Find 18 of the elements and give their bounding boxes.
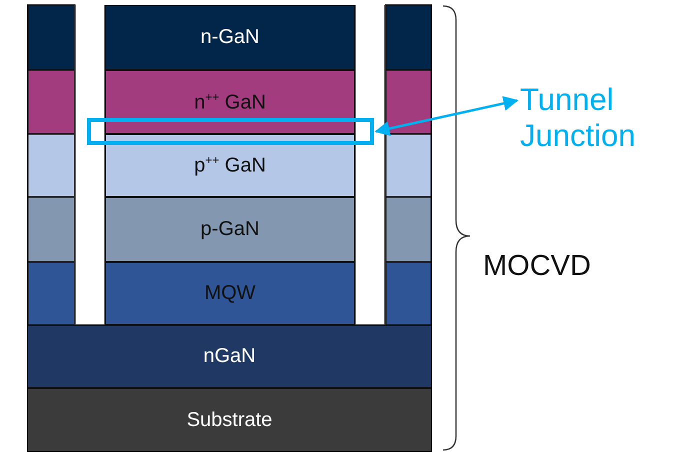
- layer-label: n-GaN: [200, 26, 260, 49]
- highlight-frame: [87, 118, 374, 145]
- layer-band: [105, 134, 355, 197]
- layer-band: [105, 262, 355, 325]
- arrow: [374, 96, 518, 136]
- layer-band: [27, 388, 432, 452]
- layer-label: p$^{++}$ GaN: [194, 153, 266, 178]
- layer-label: Substrate: [186, 408, 272, 432]
- layer-label: MQW: [204, 282, 256, 305]
- layer-label: n$^{++}$ GaN: [194, 90, 266, 114]
- layer-label: nGaN: [203, 345, 256, 368]
- process-label: MOCVD: [483, 250, 591, 283]
- callout-label: Tunnel Junction: [520, 82, 670, 154]
- layer-band: [105, 70, 355, 134]
- layer-band: [105, 197, 355, 262]
- layer-band: [27, 325, 432, 388]
- layer-band: [105, 5, 355, 70]
- layer-label: p-GaN: [200, 218, 260, 241]
